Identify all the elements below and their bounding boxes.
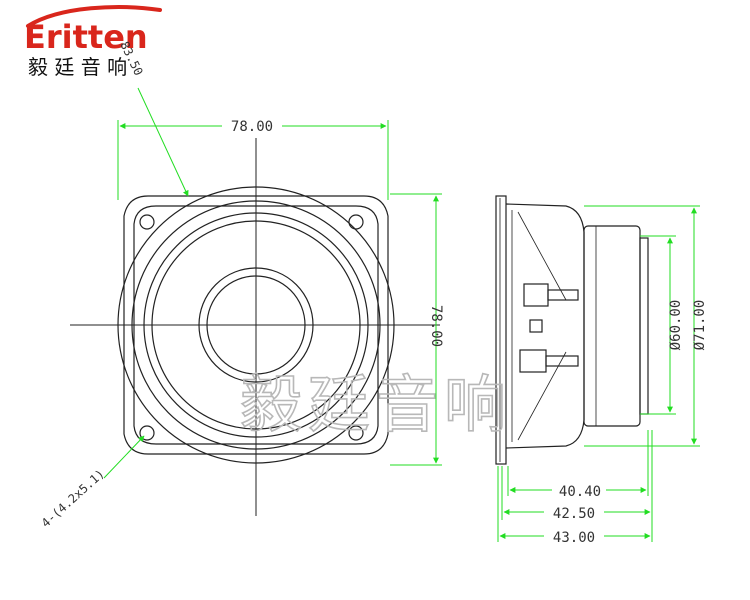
side-magnet-plate xyxy=(639,237,649,415)
side-basket xyxy=(505,203,585,449)
width-dim-label: 78.00 xyxy=(231,119,273,135)
front-frame-inner xyxy=(133,205,379,445)
watermark-text: 毅廷音响 xyxy=(240,368,512,441)
depth-1-dim-label: 40.40 xyxy=(559,484,601,500)
side-flange xyxy=(495,195,507,465)
front-view xyxy=(70,138,440,516)
diagonal-leader xyxy=(137,87,189,197)
dia-small-dim-label: Ø60.00 xyxy=(668,300,684,351)
depth-3-dim-label: 43.00 xyxy=(553,530,595,546)
terminal-bottom xyxy=(519,349,547,373)
mount-hole-leader xyxy=(103,435,145,479)
logo-swoosh xyxy=(26,5,162,28)
mount-hole-top-right xyxy=(348,214,364,230)
side-dimensions xyxy=(497,205,700,542)
mount-hole-top-left xyxy=(139,214,155,230)
side-magnet xyxy=(583,225,641,427)
mount-hole-bottom-right xyxy=(348,425,364,441)
terminal-top xyxy=(523,283,549,307)
mount-hole-label: 4-(4.2x5.1) xyxy=(39,467,107,531)
side-view xyxy=(495,195,649,465)
front-frame xyxy=(123,195,389,455)
terminal-center-box xyxy=(529,319,543,333)
depth-2-dim-label: 42.50 xyxy=(553,506,595,522)
mount-hole-bottom-left xyxy=(139,425,155,441)
brand-logo: Eritten 毅 廷 音 响 xyxy=(24,5,162,79)
dia-large-dim-label: Ø71.00 xyxy=(692,300,708,351)
logo-brand-cjk: 毅 廷 音 响 xyxy=(28,55,127,79)
height-dim-label: 78.00 xyxy=(428,305,444,347)
logo-brand-latin: Eritten xyxy=(24,18,148,56)
